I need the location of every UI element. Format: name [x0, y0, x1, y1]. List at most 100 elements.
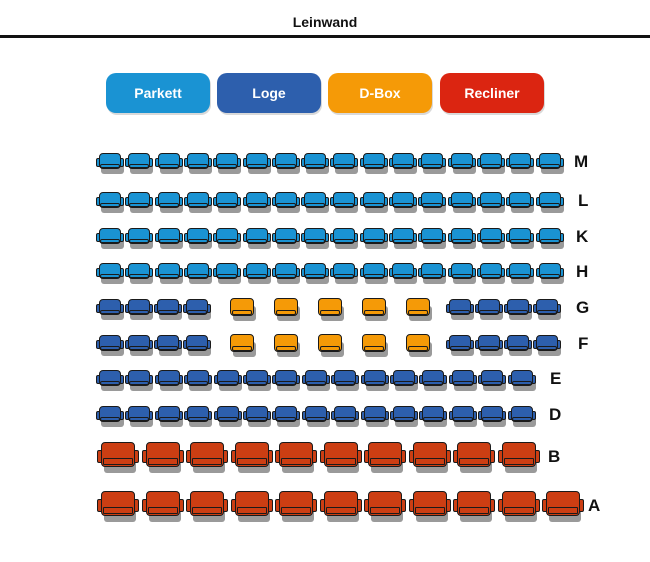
- seat-k-parkett[interactable]: [242, 227, 271, 249]
- seat-h-parkett[interactable]: [271, 262, 300, 284]
- seat-a-recliner[interactable]: [141, 490, 184, 522]
- seat-g-loge[interactable]: [96, 298, 124, 320]
- seat-d-loge[interactable]: [360, 405, 389, 427]
- seat-l-parkett[interactable]: [154, 191, 183, 213]
- seat-f-dbox[interactable]: [272, 333, 300, 357]
- seat-d-loge[interactable]: [272, 405, 301, 427]
- seat-b-recliner[interactable]: [408, 441, 451, 473]
- seat-h-parkett[interactable]: [96, 262, 124, 284]
- seat-h-parkett[interactable]: [389, 262, 417, 284]
- seat-a-recliner[interactable]: [364, 490, 406, 522]
- seat-e-loge[interactable]: [272, 369, 301, 391]
- seat-d-loge[interactable]: [154, 405, 183, 427]
- seat-d-loge[interactable]: [390, 405, 418, 427]
- seat-g-dbox[interactable]: [228, 297, 256, 321]
- seat-e-loge[interactable]: [243, 369, 271, 391]
- seat-b-recliner[interactable]: [97, 441, 139, 473]
- legend-loge-button[interactable]: Loge: [217, 73, 321, 113]
- seat-l-parkett[interactable]: [96, 191, 124, 213]
- seat-h-parkett[interactable]: [418, 262, 447, 284]
- seat-m-parkett[interactable]: [535, 152, 564, 174]
- seat-l-parkett[interactable]: [535, 191, 564, 213]
- legend-recliner-button[interactable]: Recliner: [440, 73, 544, 113]
- seat-g-loge[interactable]: [183, 298, 211, 320]
- seat-k-parkett[interactable]: [154, 227, 183, 249]
- seat-h-parkett[interactable]: [476, 262, 505, 284]
- seat-h-parkett[interactable]: [330, 262, 359, 284]
- seat-g-loge[interactable]: [154, 298, 182, 320]
- seat-a-recliner[interactable]: [230, 490, 273, 522]
- seat-m-parkett[interactable]: [418, 152, 447, 174]
- seat-d-loge[interactable]: [331, 405, 360, 427]
- seat-e-loge[interactable]: [154, 369, 183, 391]
- seat-f-dbox[interactable]: [228, 333, 256, 357]
- seat-m-parkett[interactable]: [271, 152, 300, 174]
- seat-l-parkett[interactable]: [183, 191, 212, 213]
- seat-b-recliner[interactable]: [497, 441, 540, 473]
- seat-b-recliner[interactable]: [275, 441, 317, 473]
- seat-b-recliner[interactable]: [186, 441, 228, 473]
- seat-h-parkett[interactable]: [242, 262, 271, 284]
- seat-f-loge[interactable]: [504, 334, 532, 356]
- seat-h-parkett[interactable]: [535, 262, 564, 284]
- seat-k-parkett[interactable]: [389, 227, 417, 249]
- seat-f-dbox[interactable]: [404, 333, 432, 357]
- seat-d-loge[interactable]: [301, 405, 330, 427]
- seat-h-parkett[interactable]: [301, 262, 330, 284]
- seat-e-loge[interactable]: [96, 369, 124, 391]
- seat-f-loge[interactable]: [125, 334, 153, 356]
- seat-e-loge[interactable]: [184, 369, 213, 391]
- seat-a-recliner[interactable]: [408, 490, 451, 522]
- seat-m-parkett[interactable]: [506, 152, 535, 174]
- seat-a-recliner[interactable]: [97, 490, 139, 522]
- seat-k-parkett[interactable]: [418, 227, 447, 249]
- seat-m-parkett[interactable]: [242, 152, 271, 174]
- seat-a-recliner[interactable]: [275, 490, 317, 522]
- seat-l-parkett[interactable]: [418, 191, 447, 213]
- seat-k-parkett[interactable]: [213, 227, 242, 249]
- seat-e-loge[interactable]: [213, 369, 242, 391]
- seat-f-loge[interactable]: [154, 334, 182, 356]
- seat-g-loge[interactable]: [475, 298, 503, 320]
- seat-k-parkett[interactable]: [359, 227, 388, 249]
- seat-l-parkett[interactable]: [476, 191, 505, 213]
- seat-f-dbox[interactable]: [360, 333, 388, 357]
- seat-f-loge[interactable]: [475, 334, 503, 356]
- seat-m-parkett[interactable]: [213, 152, 242, 174]
- seat-l-parkett[interactable]: [389, 191, 417, 213]
- seat-d-loge[interactable]: [507, 405, 536, 427]
- seat-d-loge[interactable]: [184, 405, 213, 427]
- seat-d-loge[interactable]: [213, 405, 242, 427]
- seat-b-recliner[interactable]: [364, 441, 406, 473]
- seat-l-parkett[interactable]: [447, 191, 476, 213]
- seat-a-recliner[interactable]: [542, 490, 584, 522]
- seat-k-parkett[interactable]: [271, 227, 300, 249]
- seat-d-loge[interactable]: [448, 405, 477, 427]
- seat-a-recliner[interactable]: [453, 490, 495, 522]
- seat-l-parkett[interactable]: [359, 191, 388, 213]
- seat-e-loge[interactable]: [507, 369, 536, 391]
- seat-l-parkett[interactable]: [242, 191, 271, 213]
- seat-g-dbox[interactable]: [360, 297, 388, 321]
- seat-m-parkett[interactable]: [183, 152, 212, 174]
- seat-a-recliner[interactable]: [186, 490, 228, 522]
- seat-e-loge[interactable]: [419, 369, 448, 391]
- seat-h-parkett[interactable]: [154, 262, 183, 284]
- seat-b-recliner[interactable]: [319, 441, 362, 473]
- seat-e-loge[interactable]: [478, 369, 507, 391]
- seat-e-loge[interactable]: [448, 369, 477, 391]
- seat-f-dbox[interactable]: [316, 333, 344, 357]
- seat-l-parkett[interactable]: [506, 191, 535, 213]
- seat-k-parkett[interactable]: [506, 227, 535, 249]
- seat-g-dbox[interactable]: [272, 297, 300, 321]
- seat-l-parkett[interactable]: [213, 191, 242, 213]
- seat-h-parkett[interactable]: [506, 262, 535, 284]
- seat-h-parkett[interactable]: [183, 262, 212, 284]
- seat-k-parkett[interactable]: [535, 227, 564, 249]
- seat-a-recliner[interactable]: [319, 490, 362, 522]
- seat-k-parkett[interactable]: [183, 227, 212, 249]
- seat-m-parkett[interactable]: [154, 152, 183, 174]
- seat-f-loge[interactable]: [96, 334, 124, 356]
- seat-m-parkett[interactable]: [359, 152, 388, 174]
- seat-d-loge[interactable]: [243, 405, 271, 427]
